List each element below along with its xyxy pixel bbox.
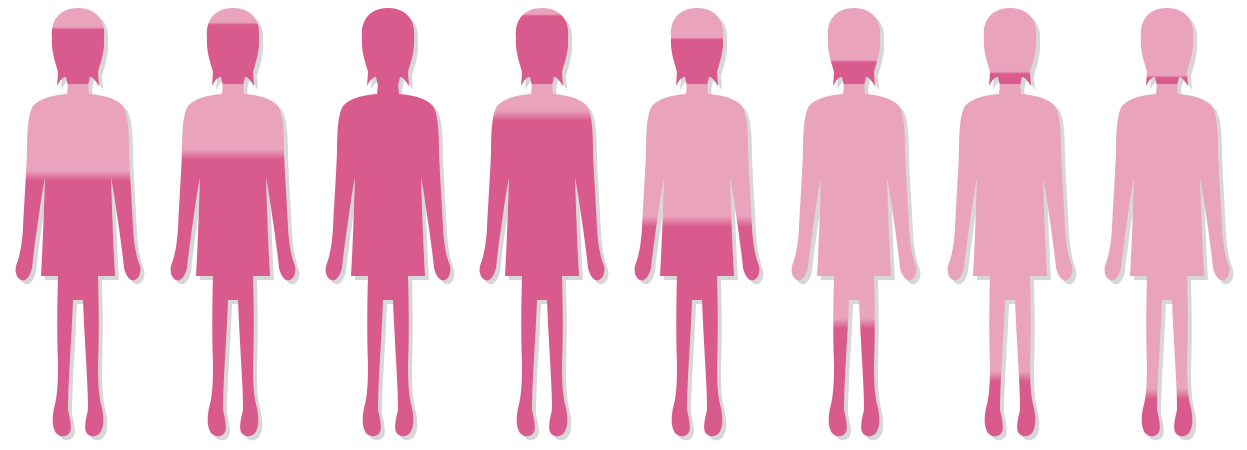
- silhouette-fill: [1105, 8, 1230, 436]
- silhouette-fill: [171, 8, 296, 436]
- silhouette-fill: [16, 8, 141, 436]
- silhouette-fill: [635, 8, 760, 436]
- person-silhouette-2: [157, 0, 307, 450]
- person-silhouette-5: [621, 0, 771, 450]
- silhouette-graphic: [466, 0, 616, 450]
- person-silhouette-4: [466, 0, 616, 450]
- silhouette-fill: [792, 8, 917, 436]
- silhouette-graphic: [1091, 0, 1241, 450]
- silhouette-graphic: [621, 0, 771, 450]
- person-silhouette-7: [934, 0, 1084, 450]
- person-silhouette-6: [778, 0, 928, 450]
- silhouette-graphic: [2, 0, 152, 450]
- silhouette-graphic: [312, 0, 462, 450]
- silhouette-graphic: [934, 0, 1084, 450]
- silhouette-graphic: [157, 0, 307, 450]
- silhouette-fill: [326, 8, 451, 436]
- silhouette-graphic: [778, 0, 928, 450]
- person-silhouette-8: [1091, 0, 1241, 450]
- person-silhouette-3: [312, 0, 462, 450]
- silhouette-fill: [480, 8, 605, 436]
- silhouette-fill: [948, 8, 1073, 436]
- person-silhouette-1: [2, 0, 152, 450]
